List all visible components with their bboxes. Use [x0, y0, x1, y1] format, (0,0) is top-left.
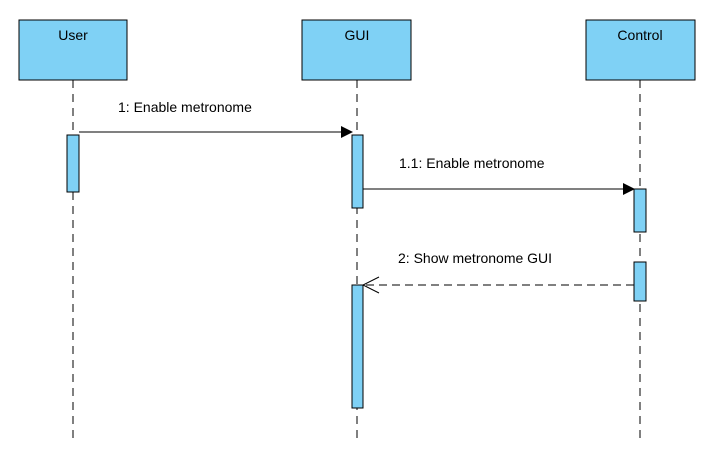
activation-gui-2[interactable]	[351, 284, 364, 409]
message-m1[interactable]: 1: Enable metronome	[79, 99, 353, 138]
participant-label: User	[58, 27, 88, 43]
activation-control-1[interactable]	[633, 188, 647, 233]
activation-control-2[interactable]	[633, 261, 647, 302]
participant-control[interactable]: Control	[585, 19, 696, 81]
participant-box	[301, 19, 412, 81]
participant-box	[585, 19, 696, 81]
participant-box	[18, 19, 128, 81]
message-label: 1: Enable metronome	[118, 99, 252, 115]
message-m2[interactable]: 2: Show metronome GUI	[361, 250, 634, 294]
open-arrowhead-icon	[361, 276, 380, 294]
participant-gui[interactable]: GUI	[301, 19, 412, 81]
message-m1-1[interactable]: 1.1: Enable metronome	[363, 155, 635, 195]
message-label: 1.1: Enable metronome	[399, 155, 545, 171]
activation-user[interactable]	[66, 134, 80, 193]
participant-user[interactable]: User	[18, 19, 128, 81]
participant-label: GUI	[345, 27, 370, 43]
activation-gui-1[interactable]	[351, 134, 364, 209]
participant-label: Control	[617, 27, 662, 43]
message-label: 2: Show metronome GUI	[398, 250, 552, 266]
